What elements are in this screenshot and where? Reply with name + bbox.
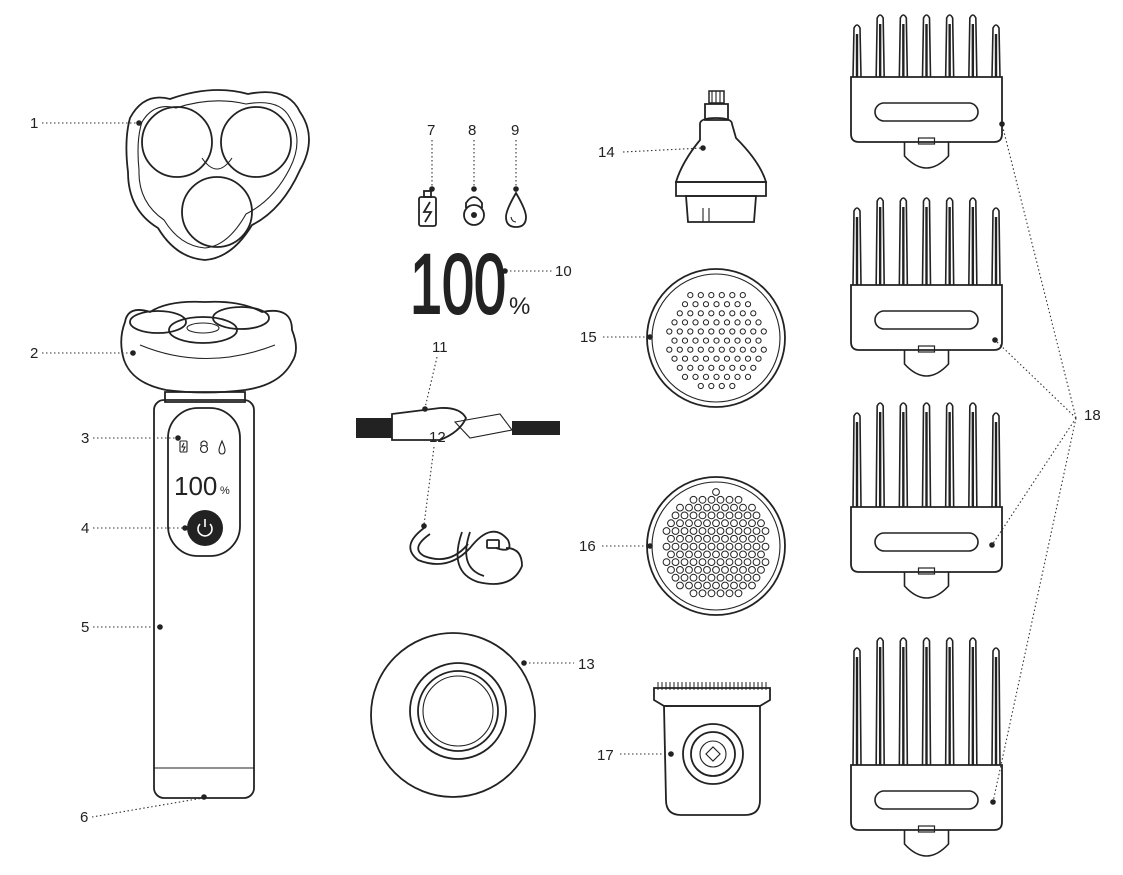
power-button [187,510,223,546]
water-drop-icon [218,439,226,455]
callout-7: 7 [427,122,435,139]
lock-indicator [463,196,485,226]
large-battery-reading: 100 [410,237,506,331]
callout-1: 1 [30,115,38,132]
pad-holes-fine [662,488,770,598]
battery-indicator [418,190,437,227]
callout-16: 16 [579,538,596,555]
callout-15: 15 [580,329,597,346]
callout-2: 2 [30,345,38,362]
battery-icon [179,440,188,453]
charging-cable [409,527,523,585]
lock-icon [199,440,209,454]
callout-11: 11 [432,339,448,356]
pad-holes-coarse [666,292,767,390]
guide-combs [850,14,1003,857]
cleaning-brush [356,407,560,441]
water-drop-indicator [505,191,527,228]
callout-9: 9 [511,122,519,139]
callout-18: 18 [1084,407,1101,424]
callout-17: 17 [597,747,614,764]
nose-trimmer-head [674,90,768,223]
callout-8: 8 [468,122,476,139]
handle-battery-reading: 100 [174,471,217,501]
charging-stand [370,632,536,798]
shaver-head [120,300,297,394]
callout-12: 12 [429,429,446,446]
callout-14: 14 [598,144,615,161]
callout-13: 13 [578,656,595,673]
large-percent-unit: % [509,293,530,320]
callout-6: 6 [80,809,88,826]
callout-3: 3 [81,430,89,447]
cleaning-pad-coarse [646,268,786,408]
callout-5: 5 [81,619,89,636]
handle-percent-unit: % [220,485,230,497]
power-icon [197,519,213,537]
trimmer-teeth [657,682,767,690]
cleaning-pad-fine [646,476,786,616]
handle-display: 100 % [174,439,230,501]
shaver-head-cover [125,89,310,261]
callout-10: 10 [555,263,572,280]
callout-4: 4 [81,520,89,537]
beard-trimmer-head [653,682,771,816]
